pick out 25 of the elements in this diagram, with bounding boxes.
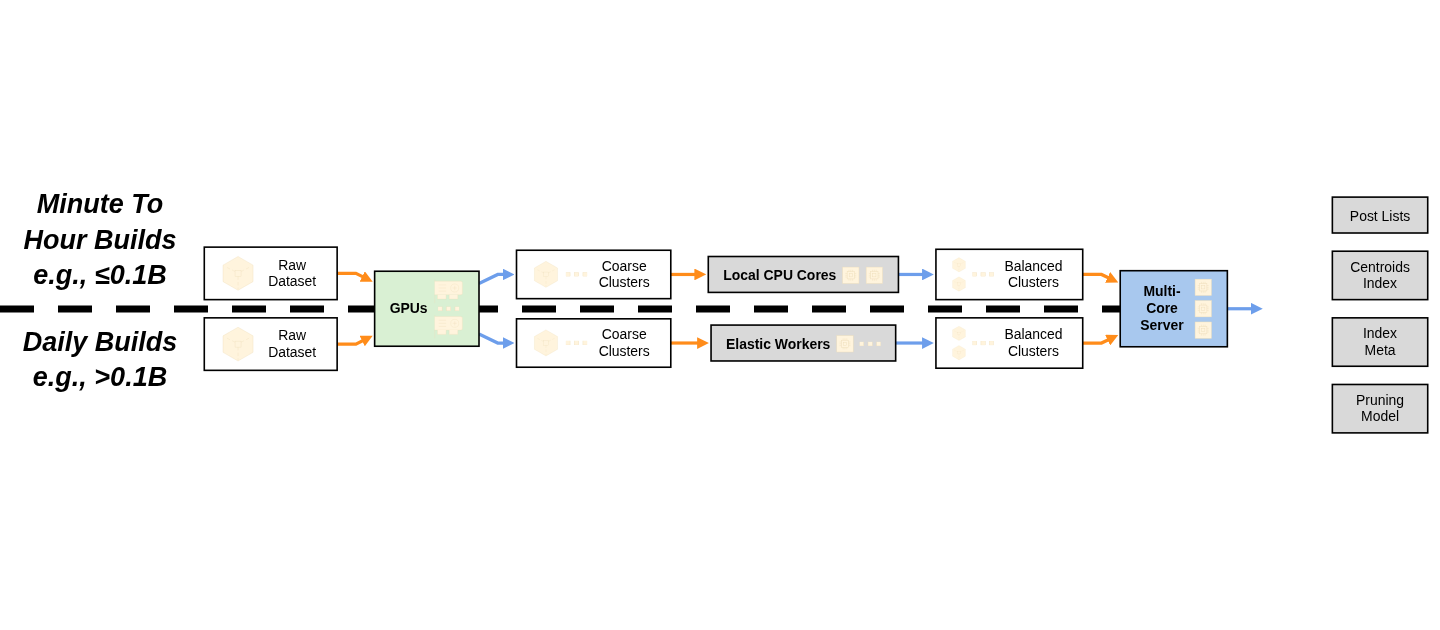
node-box: Balanced Clusters: [935, 248, 1084, 301]
node-box: Post Lists: [1331, 196, 1429, 234]
arrow: [895, 337, 934, 349]
row-label: Minute To Hour Builds e.g., ≤0.1B: [22, 188, 178, 292]
arrow: [670, 268, 707, 281]
node-box: Index Meta: [1331, 317, 1429, 368]
node-box: Raw Dataset: [203, 317, 338, 372]
arrow: [670, 337, 709, 349]
node-box: Centroids Index: [1331, 250, 1429, 301]
node-box: Local CPU Cores: [707, 255, 900, 294]
arrow: [1082, 334, 1119, 346]
arrow: [337, 271, 373, 282]
arrow: [898, 268, 934, 281]
node-box: GPUs: [373, 270, 480, 348]
node-box: Multi- Core Server: [1119, 269, 1229, 348]
node-box: Elastic Workers: [710, 324, 897, 362]
node-box: Pruning Model: [1331, 383, 1429, 434]
node-box: Coarse Clusters: [515, 318, 672, 369]
arrow: [1227, 302, 1263, 315]
arrow: [1082, 272, 1119, 283]
arrow: [337, 335, 373, 347]
node-box: Raw Dataset: [203, 246, 338, 301]
row-label: Daily Builds e.g., >0.1B: [21, 325, 179, 394]
node-box: Coarse Clusters: [515, 249, 672, 300]
node-box: Balanced Clusters: [935, 317, 1084, 369]
